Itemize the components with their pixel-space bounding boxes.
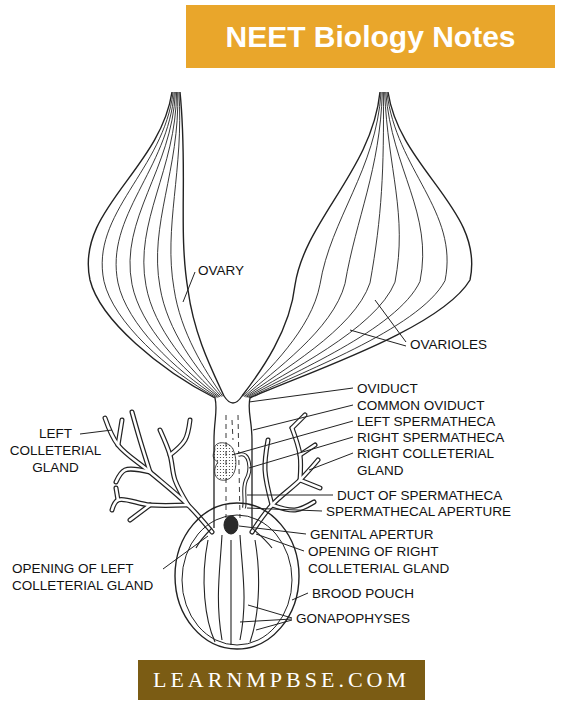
gland-lumen [130, 505, 150, 520]
gland-branch [252, 460, 318, 532]
ovariole-line [157, 92, 221, 397]
gland-branch [118, 420, 122, 445]
ovariole-line [243, 92, 381, 396]
ovariole-line [171, 92, 223, 396]
gland-branch [130, 505, 150, 520]
gland-branch [300, 480, 320, 488]
gonapophysis-line [196, 528, 212, 548]
leader-line [240, 619, 292, 622]
part-label: LEFT COLLETERIAL GLAND [3, 425, 108, 476]
part-label: OVARY [198, 262, 244, 279]
leader-line [309, 453, 353, 470]
gland-lumen [252, 460, 318, 532]
brood-pouch-inner [182, 515, 292, 645]
ovariole-line [248, 92, 423, 397]
part-label: SPERMATHECAL APERTURE [326, 503, 511, 520]
gonapophysis-line [240, 535, 244, 640]
gland-branch [170, 420, 190, 455]
part-label: OVIDUCT [357, 380, 418, 397]
ovariole-line [250, 92, 472, 398]
leader-line [163, 536, 208, 569]
genital-aperture [224, 516, 238, 534]
part-label: RIGHT SPERMATHECA [357, 429, 504, 446]
leader-line [256, 620, 292, 630]
leader-line [183, 272, 195, 302]
leader-line [292, 593, 308, 600]
gland-branch [116, 488, 118, 500]
right-spermatheca-lumen [238, 454, 249, 508]
gland-lumen [300, 445, 315, 455]
ovariole-line [180, 92, 224, 396]
gland-lumen [170, 420, 190, 455]
gonapophysis-line [250, 540, 259, 642]
leader-line [350, 330, 406, 346]
part-label: DUCT OF SPERMATHECA [337, 487, 502, 504]
part-label: RIGHT COLLETERIAL GLAND [357, 445, 532, 479]
gland-branch [292, 415, 305, 428]
part-label: OPENING OF RIGHT COLLETERIAL GLAND [308, 543, 483, 577]
leader-line [249, 437, 353, 468]
ovariole-line [245, 92, 383, 397]
ovariole-line [242, 92, 380, 396]
footer-banner: LEARNMPBSE.COM [138, 660, 425, 700]
leader-line [232, 421, 353, 455]
leader-line [253, 405, 353, 430]
leader-line [239, 526, 306, 534]
banner-text: NEET Biology Notes [225, 20, 515, 54]
ovariole-line [244, 92, 382, 397]
gland-lumen [132, 412, 150, 472]
left-spermatheca [213, 443, 236, 480]
gland-lumen [116, 488, 118, 500]
part-label: BROOD POUCH [312, 585, 414, 602]
gland-lumen [300, 480, 320, 488]
right-spermatheca [238, 454, 249, 508]
part-label: GENITAL APERTUR [310, 526, 434, 543]
part-label: LEFT SPERMATHECA [357, 413, 495, 430]
gonapophysis-line [252, 528, 272, 548]
ovariole-line [144, 92, 220, 397]
gland-lumen [116, 469, 150, 482]
gland-branch [300, 445, 315, 455]
ovariole-line [130, 92, 219, 397]
part-label: OPENING OF LEFT COLLETERIAL GLAND [12, 560, 172, 594]
title-banner: NEET Biology Notes [186, 5, 555, 68]
leader-line [248, 605, 292, 618]
gland-branch [132, 412, 150, 472]
gland-branch [116, 469, 150, 482]
leader-line [375, 300, 406, 342]
banner-text: LEARNMPBSE.COM [153, 667, 410, 693]
duct-line [232, 420, 233, 440]
part-label: COMMON OVIDUCT [357, 397, 485, 414]
gland-branch [105, 418, 212, 532]
gland-lumen [105, 418, 212, 532]
leader-line [247, 508, 322, 511]
gonapophysis-line [204, 540, 215, 642]
leader-line [249, 388, 353, 402]
leader-line [80, 430, 112, 434]
oviduct-wall [224, 396, 242, 403]
part-label: OVARIOLES [410, 336, 487, 353]
gland-lumen [292, 415, 305, 428]
gland-lumen [118, 420, 122, 445]
part-label: GONAPOPHYSES [296, 610, 410, 627]
gonapophysis-line [218, 535, 222, 640]
leader-line [256, 534, 304, 551]
brood-pouch [175, 503, 299, 649]
ovariole-line [102, 92, 216, 398]
leader-line [247, 495, 333, 496]
gonapophysis-line [230, 540, 231, 645]
